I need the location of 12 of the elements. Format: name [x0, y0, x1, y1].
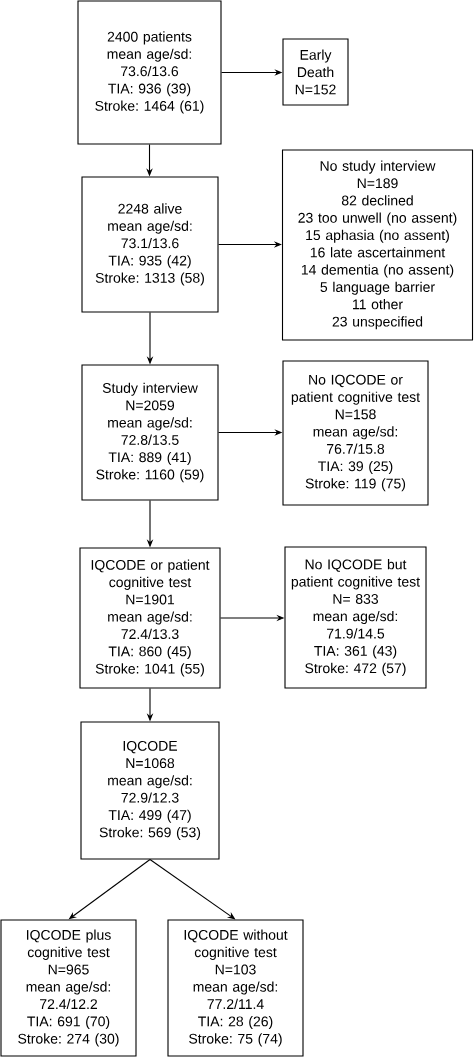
process-box: IQCODE or patient cognitive test N=1901 mean age/sd: 72.4/13.3 TIA: 860 (45) Stroke: 1041 (55) — [79, 547, 221, 689]
arrow — [218, 241, 282, 248]
process-box: No study interview N=189 82 declined 23 too unwell (no assent) 15 aphasia (no assent) 16 late ascertainment 14 dementia (no assent) 5 language barrier 11 other 23 unspecified — [281, 149, 474, 341]
process-box: Early Death N=152 — [282, 38, 349, 106]
process-box: IQCODE without cognitive test N=103 mean age/sd: 77.2/11.4 TIA: 28 (26) Stroke: 75 (74) — [167, 919, 304, 1057]
process-box: IQCODE plus cognitive test N=965 mean age/sd: 72.4/12.2 TIA: 691 (70) Stroke: 274 (30) — [0, 919, 137, 1057]
process-box: IQCODE N=1068 mean age/sd: 72.9/12.3 TIA: 499 (47) Stroke: 569 (53) — [80, 721, 220, 860]
process-box: Study interview N=2059 mean age/sd: 72.8/13.5 TIA: 889 (41) Stroke: 1160 (59) — [81, 364, 219, 501]
process-box: No IQCODE or patient cognitive test N=158 mean age/sd: 76.7/15.8 TIA: 39 (25) Stroke: 119 (75) — [282, 360, 429, 506]
process-box: 2248 alive mean age/sd: 73.1/13.6 TIA: 935 (42) Stroke: 1313 (58) — [81, 176, 219, 313]
process-box: No IQCODE but patient cognitive test N= 833 mean age/sd: 71.9/14.5 TIA: 361 (43) Stroke: 472 (57) — [284, 546, 427, 689]
process-box: 2400 patients mean age/sd: 73.6/13.6 TIA: 936 (39) Stroke: 1464 (61) — [77, 0, 222, 145]
